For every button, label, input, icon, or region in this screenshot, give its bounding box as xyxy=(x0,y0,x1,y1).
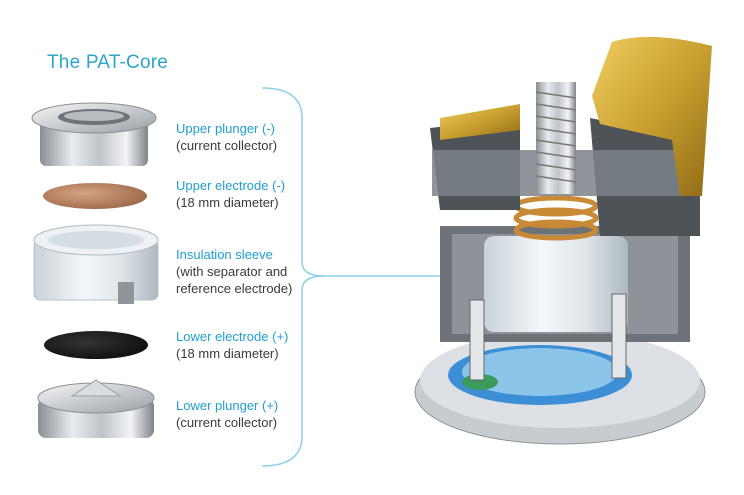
diagram-title: The PAT-Core xyxy=(47,52,169,73)
assembled-cell-illustration xyxy=(414,36,712,445)
component-desc: (18 mm diameter) xyxy=(176,195,279,210)
lower-plunger-illustration xyxy=(37,379,155,438)
label-lower-electrode: Lower electrode (+) (18 mm diameter) xyxy=(176,328,288,362)
label-lower-plunger: Lower plunger (+) (current collector) xyxy=(176,397,278,431)
component-name: Upper electrode (-) xyxy=(176,178,286,193)
insulation-sleeve-illustration xyxy=(33,224,159,304)
upper-electrode-illustration xyxy=(43,183,147,209)
label-upper-plunger: Upper plunger (-) (current collector) xyxy=(176,120,277,154)
bracket-line xyxy=(261,87,440,467)
component-desc-2: reference electrode) xyxy=(176,281,293,296)
component-name: Upper plunger (-) xyxy=(176,121,275,136)
component-name: Lower electrode (+) xyxy=(176,329,289,344)
component-desc: (with separator and xyxy=(176,264,288,279)
lower-electrode-illustration xyxy=(44,331,148,359)
upper-plunger-illustration xyxy=(31,102,157,166)
component-desc: (current collector) xyxy=(176,138,278,153)
component-desc: (18 mm diameter) xyxy=(176,346,279,361)
component-name: Insulation sleeve xyxy=(176,247,273,262)
label-insulation-sleeve: Insulation sleeve (with separator and re… xyxy=(176,246,292,297)
component-name: Lower plunger (+) xyxy=(176,398,279,413)
label-upper-electrode: Upper electrode (-) (18 mm diameter) xyxy=(176,177,285,211)
component-desc: (current collector) xyxy=(176,415,278,430)
